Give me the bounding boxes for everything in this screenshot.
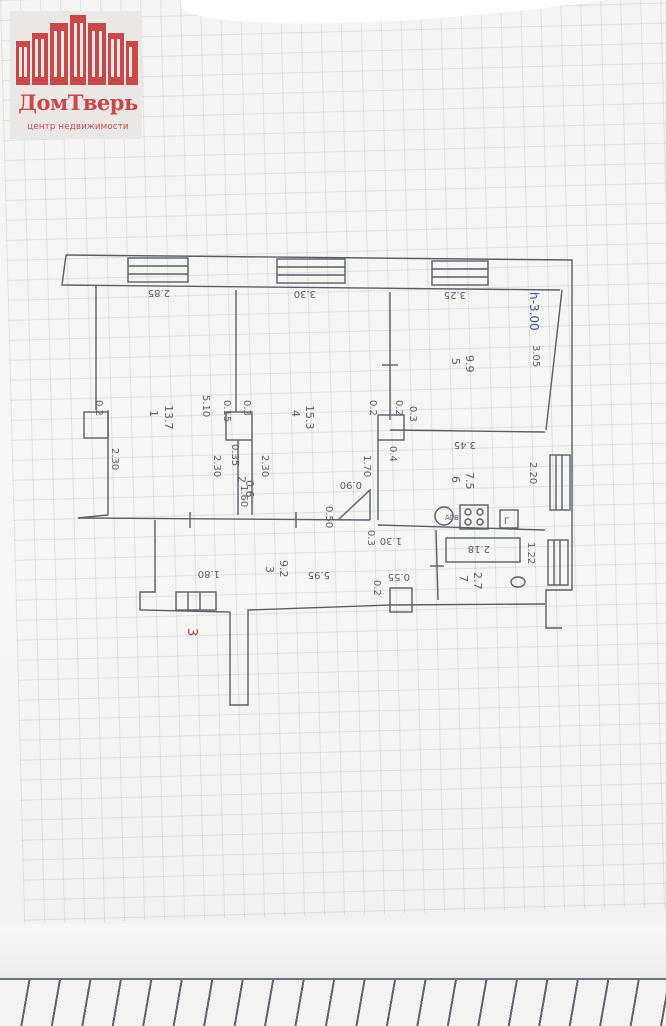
dim-hall-small: 0.2: [371, 580, 382, 596]
pillar-3: [377, 414, 405, 441]
paper-sheet: ДомТверь центр недвижимости: [0, 0, 666, 924]
dim-wall-g: 0.4: [387, 446, 398, 462]
dim-wall-h: 0.3: [365, 530, 376, 546]
dim-room2-width: 1.60: [238, 485, 249, 507]
logo-name: ДомТверь: [18, 90, 138, 115]
gas-heater-icon: [434, 506, 454, 526]
company-logo: ДомТверь центр недвижимости: [10, 11, 142, 139]
ceiling-height-note: h-3.00: [527, 292, 541, 331]
dim-room5-right: 3.05: [530, 345, 541, 367]
window-3: [431, 260, 489, 286]
dim-wall-a: 0.2: [93, 400, 104, 416]
entrance-mark: 3: [184, 628, 199, 636]
lined-paper-edge: [0, 978, 666, 1026]
dim-hall-step: 1.30: [380, 535, 402, 546]
window-5: [547, 539, 569, 586]
pillar-4: [389, 587, 413, 613]
dim-wall-f: 0.3: [407, 406, 418, 422]
room-5-number: 5: [449, 358, 462, 365]
dim-wall-b: 0.3: [241, 400, 252, 416]
outer-wall-right: [65, 254, 573, 629]
room-7-area: 2.7: [471, 572, 484, 590]
dim-hall-length: 5.95: [308, 569, 330, 580]
room-1-number: 1: [147, 410, 160, 417]
room-5-area: 9.9: [463, 355, 476, 373]
dim-hall-width: 1.80: [198, 568, 220, 579]
dim-corridor-step: 1.70: [361, 455, 372, 477]
dim-room2-side: 2.30: [211, 455, 222, 477]
sink-icon: [499, 509, 519, 529]
dim-room4-top: 3.30: [294, 288, 316, 299]
room-1-area: 13.7: [162, 405, 175, 430]
floor-plan: 1 13.7 4 15.3 5 9.9 6 7.5 3 9.2 7 2.7 2 …: [61, 254, 573, 706]
dim-wall-c: 0.15: [221, 400, 232, 422]
dim-kitchen-right: 2.20: [527, 462, 538, 484]
dim-room1-bottom: 2.30: [109, 448, 120, 470]
stove-icon: [459, 504, 489, 530]
dim-wall-e: 0.2: [393, 400, 404, 416]
room-7-number: 7: [457, 575, 470, 582]
logo-tagline: центр недвижимости: [27, 122, 129, 132]
room-4-number: 4: [289, 410, 302, 417]
dim-bath-width: 2.18: [468, 543, 490, 554]
dim-room1-top: 2.85: [148, 287, 170, 298]
outer-wall-top: [61, 254, 561, 291]
bathtub-icon: [445, 537, 521, 563]
stove-label: АГВ: [445, 514, 459, 522]
wall-bottom: [139, 520, 546, 706]
window-2: [276, 258, 346, 284]
dim-door-width: 0.90: [340, 479, 362, 490]
room-3-area: 9.2: [277, 560, 290, 578]
room-2-number: 2: [235, 476, 248, 483]
dim-room5-top: 3.25: [444, 289, 466, 300]
pillar-2: [225, 411, 253, 441]
room-2-area: 0.6: [243, 480, 256, 498]
dim-kitchen-top: 3.45: [454, 439, 476, 450]
dim-room2-depth: 0.35: [229, 444, 240, 466]
door-swing: [337, 488, 371, 521]
room-6-number: 6: [449, 476, 462, 483]
dim-room4-bottom: 2.30: [259, 455, 270, 477]
stove-unit-label: Г: [504, 517, 510, 527]
building-icon: [16, 15, 138, 85]
window-4: [549, 454, 571, 511]
dim-bath-right: 1.22: [525, 542, 536, 564]
room-6-area: 7.5: [463, 472, 476, 490]
window-1: [127, 257, 189, 283]
room-4-area: 15.3: [303, 405, 316, 430]
room-3-number: 3: [263, 566, 276, 573]
pillar-1: [83, 411, 109, 439]
dim-room1-length: 5.10: [200, 395, 211, 417]
toilet-icon: [510, 576, 526, 588]
dim-door-offset: 0.50: [323, 506, 334, 528]
wall-mid: [77, 517, 371, 521]
dim-wall-d: 0.2: [367, 400, 378, 416]
dim-hall-door: 0.55: [388, 571, 410, 582]
